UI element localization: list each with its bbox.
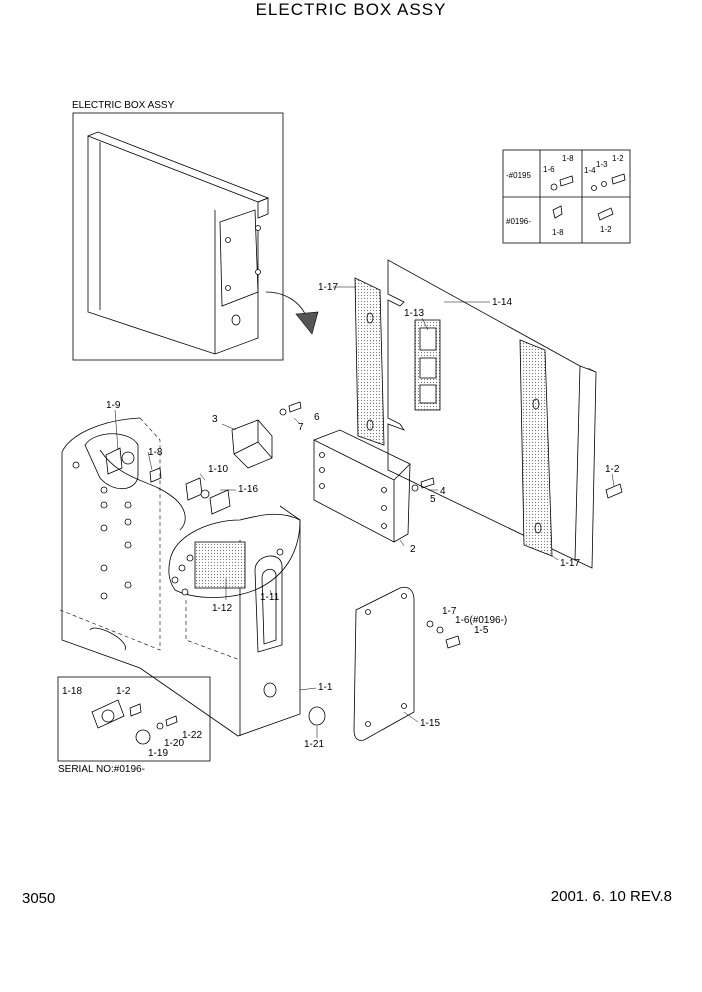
part-label: 1-19 — [148, 748, 168, 759]
table-part-label: 1-2 — [600, 225, 612, 234]
part-label: 1-17 — [560, 558, 580, 569]
table-part-label: 1-8 — [552, 228, 564, 237]
leader-lines — [114, 286, 615, 738]
part-labels: 1-17 1-14 1-13 1-9 3 6 7 1-8 1-10 1-16 1… — [58, 282, 620, 775]
panel-1-14 — [354, 259, 623, 569]
part-label: 1-5 — [474, 625, 489, 636]
serial-row-late: #0196- — [506, 217, 531, 226]
serial-note: SERIAL NO:#0196- — [58, 764, 145, 775]
inset-frame — [72, 112, 284, 361]
part-label: 1-8 — [148, 447, 163, 458]
part-label: 1-21 — [304, 739, 324, 750]
part-label: 1-15 — [420, 718, 440, 729]
part-label: 2 — [410, 544, 416, 555]
part-label: 1-14 — [492, 297, 512, 308]
part-label: 1-6(#0196-) — [455, 615, 507, 626]
part-label: 1-1 — [318, 682, 333, 693]
part-label: 1-7 — [442, 606, 457, 617]
part-label: 1-2 — [116, 686, 131, 697]
part-label: 1-22 — [182, 730, 202, 741]
serial-row-early: -#0195 — [506, 171, 531, 180]
small-components — [105, 401, 302, 515]
part-label: 4 — [440, 486, 446, 497]
table-part-label: 1-3 — [596, 160, 608, 169]
inset-label: ELECTRIC BOX ASSY — [72, 100, 175, 111]
part-label: 1-10 — [208, 464, 228, 475]
part-label: 1-16 — [238, 484, 258, 495]
table-part-label: 1-6 — [543, 165, 555, 174]
serial-inset — [57, 676, 211, 762]
part-label: 1-2 — [605, 464, 620, 475]
part-label: 6 — [314, 412, 320, 423]
table-part-label: 1-2 — [612, 154, 624, 163]
part-label: 1-12 — [212, 603, 232, 614]
page-title: ELECTRIC BOX ASSY — [255, 0, 447, 19]
part-label: 1-18 — [62, 686, 82, 697]
part-label: 1-9 — [106, 400, 121, 411]
table-part-label: 1-8 — [562, 154, 574, 163]
revision-date: 2001. 6. 10 REV.8 — [550, 888, 672, 905]
part-label: 1-13 — [404, 308, 424, 319]
cover-1-15 — [308, 586, 461, 741]
part-label: 5 — [430, 494, 436, 505]
inset-electric-box: ELECTRIC BOX ASSY — [72, 100, 319, 361]
page-number: 3050 — [22, 890, 56, 907]
serial-variant-table: -#0195 #0196- 1-6 1-8 1-4 1-3 1-2 1-8 1-… — [502, 149, 631, 244]
part-label: 3 — [212, 414, 218, 425]
table-part-label: 1-4 — [584, 166, 596, 175]
component-box-2 — [313, 429, 435, 543]
part-label: 1-11 — [260, 592, 280, 603]
part-label: 1-20 — [164, 738, 184, 749]
electric-box-body — [59, 417, 301, 737]
part-label: 7 — [298, 422, 304, 433]
part-label: 1-17 — [318, 282, 338, 293]
